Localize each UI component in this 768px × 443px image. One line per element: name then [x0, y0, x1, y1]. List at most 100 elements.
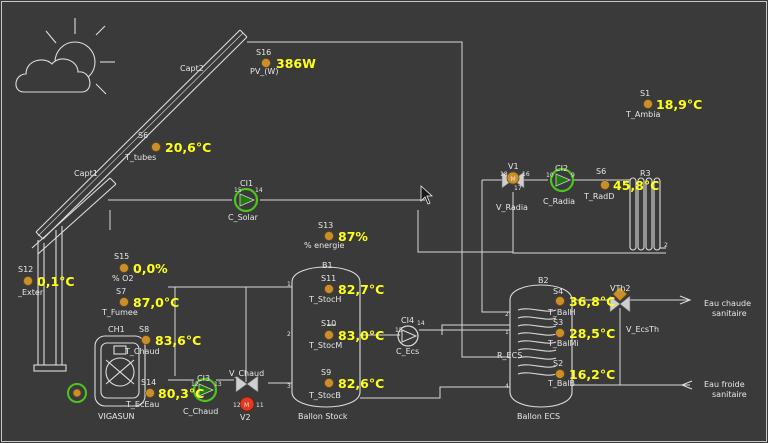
sensor-s15[interactable]: S15 % O2 0,0% [112, 252, 168, 283]
radiator-r3[interactable]: 2 [626, 177, 668, 251]
valve-vth2-name: V_EcsTh [626, 325, 659, 334]
sensor-s1-name: T_Ambia [625, 110, 660, 119]
sensor-s6-radd[interactable]: S6 T_RadD 45,8°C [583, 167, 659, 201]
sensor-s14[interactable]: S14 T_EcEau 80,3°C [125, 378, 204, 409]
collector-stand [33, 226, 67, 372]
sensor-s3-icon [555, 328, 565, 338]
mouse-cursor-icon [420, 185, 434, 205]
sensor-s9[interactable]: S9 T_StocB 82,6°C [308, 368, 384, 400]
burner-fan-icon[interactable] [67, 383, 87, 403]
sensor-s6-tubes-icon [151, 142, 161, 152]
solar-collector-capt2[interactable] [35, 29, 248, 240]
sensor-s13-value: 87% [338, 229, 368, 244]
solar-collector-capt1[interactable] [31, 177, 117, 255]
tank-ballon-stock[interactable]: 1 2 3 [287, 266, 361, 408]
sensor-s16-icon [261, 58, 271, 68]
pump-ci3-icon[interactable] [192, 377, 218, 403]
svg-text:11: 11 [256, 402, 264, 409]
radiator-id: R3 [640, 169, 651, 178]
svg-text:2: 2 [287, 331, 291, 338]
sensor-s1-value: 18,9°C [656, 97, 702, 112]
sensor-s13-icon [324, 231, 334, 241]
sensor-s16-name: PV_(W) [250, 67, 278, 76]
svg-text:14: 14 [417, 320, 425, 327]
sensor-s7[interactable]: S7 T_Fumee 87,0°C [101, 287, 179, 317]
valve-vth2-icon[interactable] [609, 286, 631, 313]
sensor-s10-icon [324, 330, 334, 340]
sensor-s4-id: S4 [553, 287, 563, 296]
sensor-s3-value: 28,5°C [569, 326, 615, 341]
svg-text:4: 4 [505, 383, 509, 390]
sensor-s13[interactable]: S13 % energie 87% [304, 221, 368, 250]
sensor-s12-value: 0,1°C [37, 274, 75, 289]
pump-ci4-icon[interactable] [397, 325, 419, 347]
boiler-id: CH1 [108, 325, 125, 334]
capt1-label: Capt1 [74, 169, 98, 178]
sensor-s12-icon [23, 276, 33, 286]
outlet-arrow-cold-icon [680, 380, 693, 390]
sensor-s1[interactable]: S1 T_Ambia 18,9°C [625, 89, 702, 119]
sensor-s11[interactable]: S11 T_StocH 82,7°C [308, 274, 384, 304]
boiler-vigasun[interactable] [94, 335, 146, 407]
sensor-s3[interactable]: S3 T_BalMi 28,5°C [547, 318, 615, 348]
sensor-s7-name: T_Fumee [101, 308, 138, 317]
pump-ci2-name: C_Radia [543, 197, 575, 206]
valve-v2-icon[interactable]: M [235, 375, 259, 412]
sensor-s2[interactable]: S2 T_BalB 16,2°C [547, 359, 615, 388]
valve-v1-id: V1 [508, 162, 519, 171]
svg-text:M: M [244, 402, 249, 409]
sensor-s7-icon [119, 297, 129, 307]
pump-ci1-id: CI1 [240, 179, 253, 188]
sensor-s2-value: 16,2°C [569, 367, 615, 382]
sensor-s2-name: T_BalB [547, 379, 575, 388]
sensor-s8[interactable]: S8 T_Chaud 83,6°C [124, 325, 201, 356]
sensor-s15-name: % O2 [112, 274, 134, 283]
pump-ci2-icon[interactable] [549, 167, 575, 193]
pump-ci4-id: CI4 [401, 316, 414, 325]
sensor-s9-value: 82,6°C [338, 376, 384, 391]
sensor-s12-id: S12 [18, 265, 33, 274]
valve-v1-icon[interactable]: M [501, 171, 525, 189]
sensor-s6-radd-id: S6 [596, 167, 606, 176]
sensor-s10-id: S10 [321, 319, 336, 328]
pump-ci1-name: C_Solar [228, 213, 259, 222]
sensor-s6-tubes-value: 20,6°C [165, 140, 211, 155]
sensor-s11-name: T_StocH [308, 295, 341, 304]
sensor-s4[interactable]: S4 T_BalH 36,8°C [547, 287, 615, 317]
sensor-s4-value: 36,8°C [569, 294, 615, 309]
tank-b2-name: Ballon ECS [517, 412, 560, 421]
svg-text:3: 3 [287, 383, 291, 390]
sensor-s12-name: _Exter [17, 288, 44, 297]
sensor-s7-id: S7 [116, 287, 126, 296]
svg-text:1: 1 [287, 281, 291, 288]
sensor-s15-icon [119, 263, 129, 273]
svg-text:12: 12 [233, 402, 241, 409]
sensor-s1-id: S1 [640, 89, 650, 98]
sensor-s6-tubes[interactable]: S6 T_tubes 20,6°C [124, 131, 211, 162]
sensor-s2-id: S2 [553, 359, 563, 368]
svg-text:1: 1 [505, 329, 509, 336]
sensor-s9-name: T_StocB [308, 391, 341, 400]
sensor-s4-name: T_BalH [547, 308, 576, 317]
svg-text:14: 14 [255, 187, 263, 194]
svg-text:9: 9 [571, 172, 575, 179]
sensor-s14-icon [145, 388, 155, 398]
sensor-s6-radd-value: 45,8°C [613, 178, 659, 193]
svg-text:2: 2 [664, 242, 668, 249]
tank-ballon-ecs[interactable]: 2 1 4 [505, 284, 573, 408]
sensor-s12[interactable]: S12 _Exter 0,1°C [17, 265, 75, 297]
sensor-s1-icon [643, 99, 653, 109]
pump-ci4-name: C_Ecs [396, 347, 419, 356]
sensor-s16[interactable]: S16 PV_(W) 386W [250, 48, 316, 76]
sensor-s11-icon [324, 284, 334, 294]
sensor-s14-name: T_EcEau [125, 400, 159, 409]
outlet-cold-line1: Eau froide [704, 380, 745, 389]
sensor-s15-id: S15 [114, 252, 129, 261]
svg-text:12: 12 [191, 381, 199, 388]
sensor-s8-name: T_Chaud [124, 347, 160, 356]
pump-ci1-icon[interactable] [233, 187, 259, 213]
sensor-s10[interactable]: S10 T_StocM 83,0°C [308, 319, 384, 350]
svg-text:17: 17 [514, 185, 522, 192]
pump-ci3-id: CI3 [197, 374, 210, 383]
